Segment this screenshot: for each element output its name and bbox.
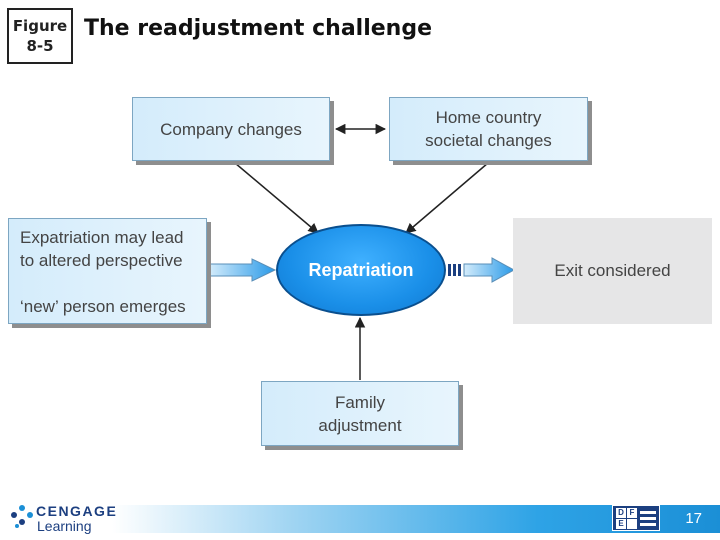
figure-number: 8-5 — [26, 37, 54, 55]
repatriation-node: Repatriation — [276, 224, 446, 316]
family-label-line1: Family — [334, 392, 386, 412]
exit-considered-box: Exit considered — [513, 218, 712, 324]
page-number: 17 — [685, 510, 702, 527]
company-changes-label: Company changes — [160, 119, 302, 139]
home-country-label-line2: societal changes — [425, 131, 552, 150]
cengage-logo-icon — [11, 505, 33, 528]
expatriation-label-line3: ‘new’ person emerges — [20, 297, 186, 316]
home-country-label-line1: Home country — [435, 108, 542, 127]
figure-label: Figure — [12, 17, 68, 35]
family-adjustment-box: Family adjustment — [261, 381, 459, 446]
home-country-changes-box: Home country societal changes — [389, 97, 588, 161]
publisher-subname: Learning — [37, 518, 92, 534]
expatriation-box: Expatriation may lead to altered perspec… — [8, 218, 207, 324]
figure-badge: Figure 8-5 — [7, 8, 73, 64]
arrow-company-repatriation — [234, 162, 319, 234]
exit-considered-label: Exit considered — [554, 261, 671, 280]
expatriation-label-line2: to altered perspective — [20, 251, 183, 270]
company-changes-box: Company changes — [132, 97, 330, 161]
family-label-line2: adjustment — [318, 415, 402, 435]
arrow-home-repatriation — [405, 162, 489, 234]
publisher-name: CENGAGE — [36, 503, 118, 519]
repatriation-label: Repatriation — [308, 259, 414, 280]
slide-title: The readjustment challenge — [84, 16, 432, 41]
arrow-expatriation-repatriation — [208, 258, 277, 282]
arrow-repatriation-exit — [448, 257, 516, 283]
expatriation-label-line1: Expatriation may lead — [20, 228, 184, 247]
